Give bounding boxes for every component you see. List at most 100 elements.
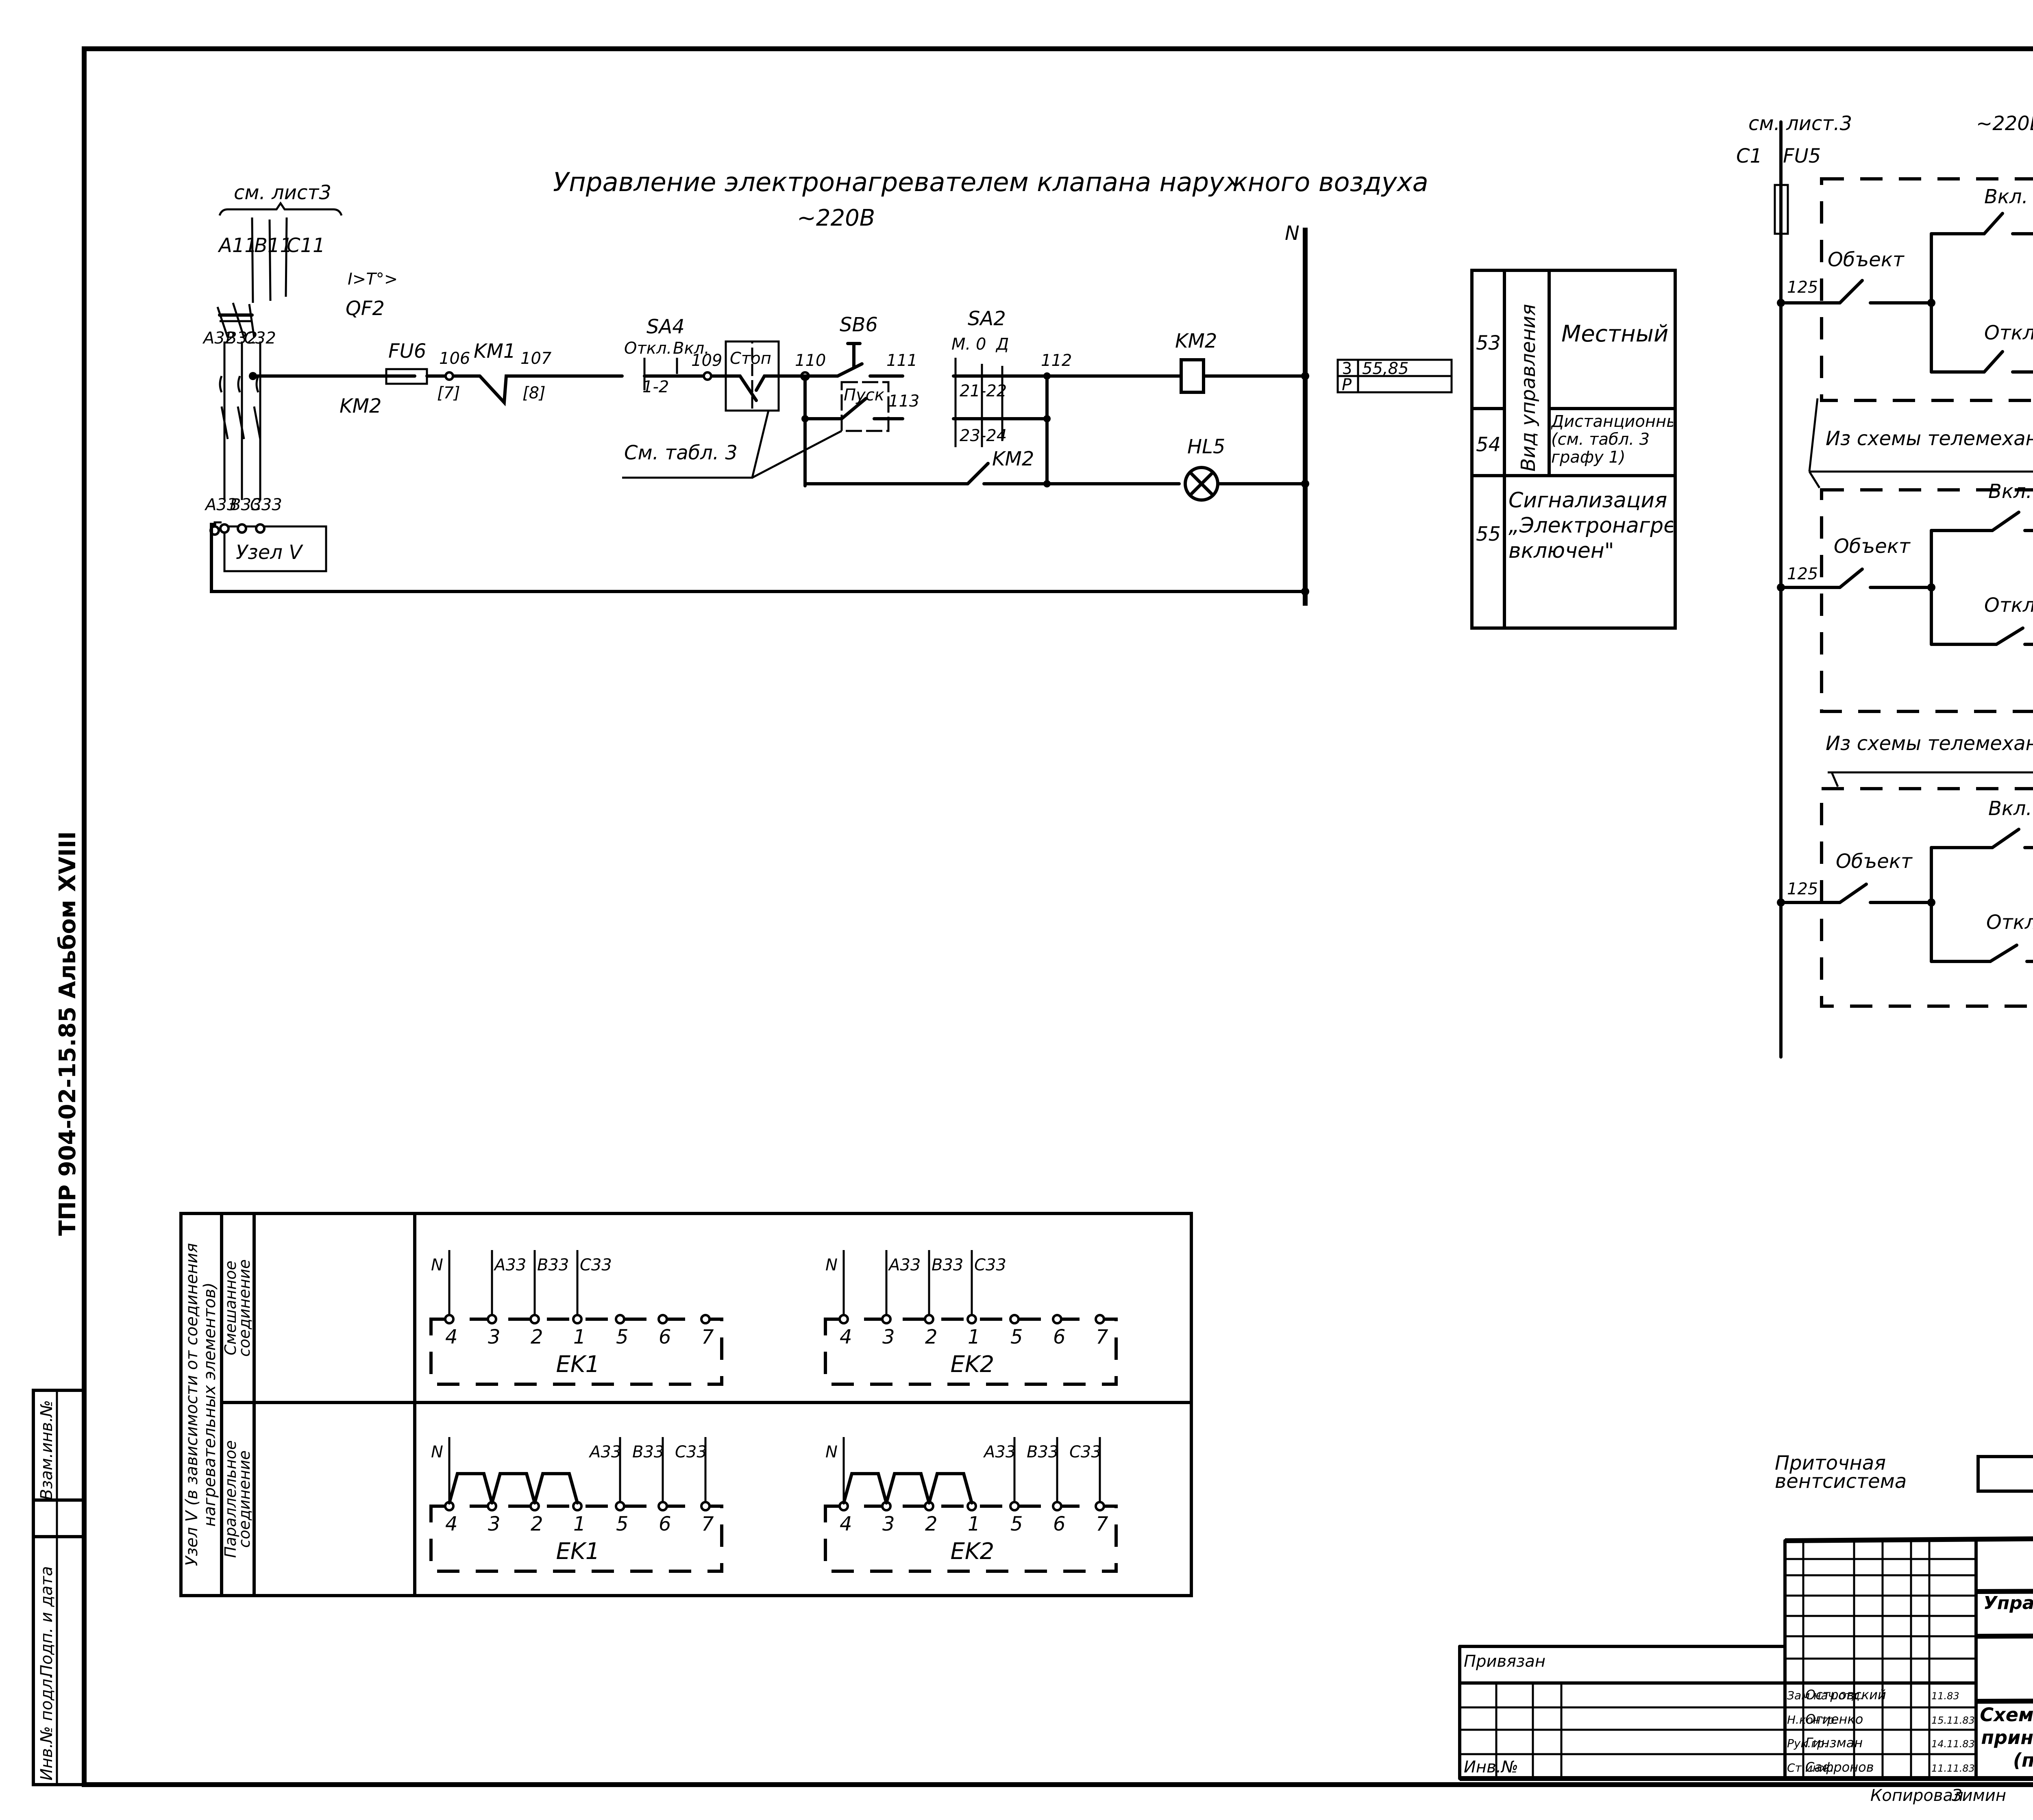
sig-role-1: Зам.нач.отд. bbox=[1787, 1689, 1863, 1702]
sig-role-3: Рук.гр. bbox=[1787, 1737, 1828, 1750]
g2-off: Откл. bbox=[1984, 594, 2033, 617]
terminal bbox=[572, 1314, 583, 1324]
sb6-label: SB6 bbox=[840, 313, 878, 336]
aux-km2-label: KM2 bbox=[992, 448, 1034, 470]
jumper bbox=[927, 1472, 973, 1505]
remote-fuse-label: FU5 bbox=[1783, 145, 1821, 167]
feed-label: A33 bbox=[493, 1256, 526, 1274]
element-label: EK2 bbox=[951, 1538, 995, 1565]
terminal-label: 7 bbox=[1096, 1326, 1108, 1348]
terminal-label: 4 bbox=[445, 1513, 458, 1535]
stamp-inv-label: Инв.№ подл. bbox=[37, 1674, 56, 1781]
terminal-label: 2 bbox=[531, 1513, 543, 1535]
node-row-mixed-label: Смешанное соединение bbox=[224, 1259, 252, 1357]
feed-label: A33 bbox=[983, 1443, 1016, 1461]
sig-date-4: 11.11.83 bbox=[1931, 1763, 1975, 1774]
terminal-label: 4 bbox=[445, 1326, 458, 1348]
feed-label: A33 bbox=[588, 1443, 621, 1461]
terminal bbox=[487, 1314, 497, 1324]
feed-label: N bbox=[825, 1256, 838, 1274]
node-row-parallel-label: Параллельное соединение bbox=[224, 1440, 252, 1558]
wire-112: 112 bbox=[1041, 351, 1072, 370]
terminal bbox=[700, 1314, 711, 1324]
feed-label: B33 bbox=[537, 1256, 569, 1274]
g3-object: Объект bbox=[1836, 850, 1913, 873]
stamp-sign-label: Подп. и дата bbox=[37, 1566, 56, 1677]
terminal-label: 2 bbox=[925, 1513, 938, 1535]
fuse-fu5 bbox=[1774, 184, 1789, 235]
jumper bbox=[885, 1472, 931, 1505]
control-group-3 bbox=[1777, 787, 2033, 1008]
terminal bbox=[657, 1501, 668, 1511]
terminal-label: 5 bbox=[616, 1326, 629, 1348]
wire-113: 113 bbox=[888, 392, 919, 411]
heater-voltage: ~220В bbox=[797, 205, 875, 231]
vent-system-field[interactable] bbox=[1976, 1455, 2033, 1493]
g2-wire-in: 125 bbox=[1787, 565, 1818, 583]
mode-group-label: Вид управления bbox=[1517, 304, 1540, 472]
section-title: Управление и силовое электрооборудование… bbox=[1983, 1594, 2033, 1613]
terminal-label: 3 bbox=[882, 1326, 895, 1348]
terminal bbox=[1009, 1314, 1020, 1324]
terminal-label: 3 bbox=[882, 1513, 895, 1535]
feed-label: N bbox=[825, 1443, 838, 1461]
sig-name-2: Огиенко bbox=[1805, 1711, 1863, 1727]
km2-contacts-label: KM2 bbox=[340, 395, 381, 417]
terminal-label: 2 bbox=[531, 1326, 543, 1348]
sig-name-3: Гинзман bbox=[1805, 1735, 1863, 1750]
copied-label: Копировал bbox=[1870, 1786, 1963, 1805]
terminal-label: 5 bbox=[616, 1513, 629, 1535]
lamp-hl5-icon bbox=[1184, 466, 1219, 502]
binding-label: Привязан bbox=[1464, 1652, 1545, 1671]
wire-106: 106 bbox=[439, 349, 470, 368]
control-group-1 bbox=[1777, 177, 2033, 402]
terminal-box-heater-key2: P bbox=[1342, 376, 1352, 394]
mode-row-54-num: 54 bbox=[1476, 433, 1501, 456]
control-group-2 bbox=[1777, 488, 2033, 713]
terminal bbox=[444, 1314, 455, 1324]
terminal-box-heater-val1: 55,85 bbox=[1362, 359, 1409, 378]
jumper bbox=[842, 1472, 888, 1505]
g3-off: Откл. bbox=[1986, 911, 2033, 934]
album-label: ТПР 904-02-15.85 Альбом XVIII bbox=[54, 831, 81, 1236]
jumper bbox=[533, 1472, 579, 1505]
terminal-label: 1 bbox=[968, 1326, 980, 1348]
terminal-label: 2 bbox=[925, 1326, 938, 1348]
terminal bbox=[615, 1501, 625, 1511]
feed-label: C33 bbox=[580, 1256, 612, 1274]
qf-settings: I>T°> bbox=[348, 270, 398, 289]
element-outline bbox=[429, 1505, 723, 1573]
terminal bbox=[529, 1314, 540, 1324]
terminal-label: 4 bbox=[840, 1513, 852, 1535]
sa2-pos-d: Д bbox=[995, 335, 1009, 354]
terminal-label: 1 bbox=[573, 1326, 586, 1348]
element-label: EK1 bbox=[556, 1351, 600, 1378]
feed-label: C33 bbox=[675, 1443, 707, 1461]
terminal bbox=[881, 1314, 892, 1324]
g2-object: Объект bbox=[1834, 535, 1911, 558]
mode-table bbox=[1470, 269, 1677, 630]
lamp-hl5-label: HL5 bbox=[1187, 435, 1225, 458]
remote-voltage: ~220В bbox=[1976, 112, 2033, 135]
terminal-label: 3 bbox=[488, 1326, 501, 1348]
sa4-contacts: 1-2 bbox=[642, 378, 669, 396]
wire-111: 111 bbox=[886, 351, 917, 370]
jumper bbox=[448, 1472, 494, 1505]
terminal-box-heater-key1: 3 bbox=[1342, 359, 1352, 378]
terminal-label: 6 bbox=[1053, 1326, 1066, 1348]
sig-role-4: Ст.инж. bbox=[1787, 1761, 1834, 1774]
terminal-label: 7 bbox=[701, 1513, 714, 1535]
terminal-label: 5 bbox=[1010, 1513, 1023, 1535]
sig-role-2: Н.контр. bbox=[1787, 1713, 1838, 1726]
sig-name-4: Сафронов bbox=[1805, 1759, 1874, 1775]
feed-label: A33 bbox=[888, 1256, 921, 1274]
see-table-3: См. табл. 3 bbox=[624, 441, 738, 464]
feed-label: B33 bbox=[632, 1443, 664, 1461]
feed-label: N bbox=[431, 1256, 443, 1274]
heater-circuit-title: Управление электронагревателем клапана н… bbox=[553, 167, 1428, 198]
phase-B33: B33 bbox=[230, 496, 261, 514]
feed-label: C33 bbox=[1069, 1443, 1101, 1461]
feed-label: N bbox=[431, 1443, 443, 1461]
